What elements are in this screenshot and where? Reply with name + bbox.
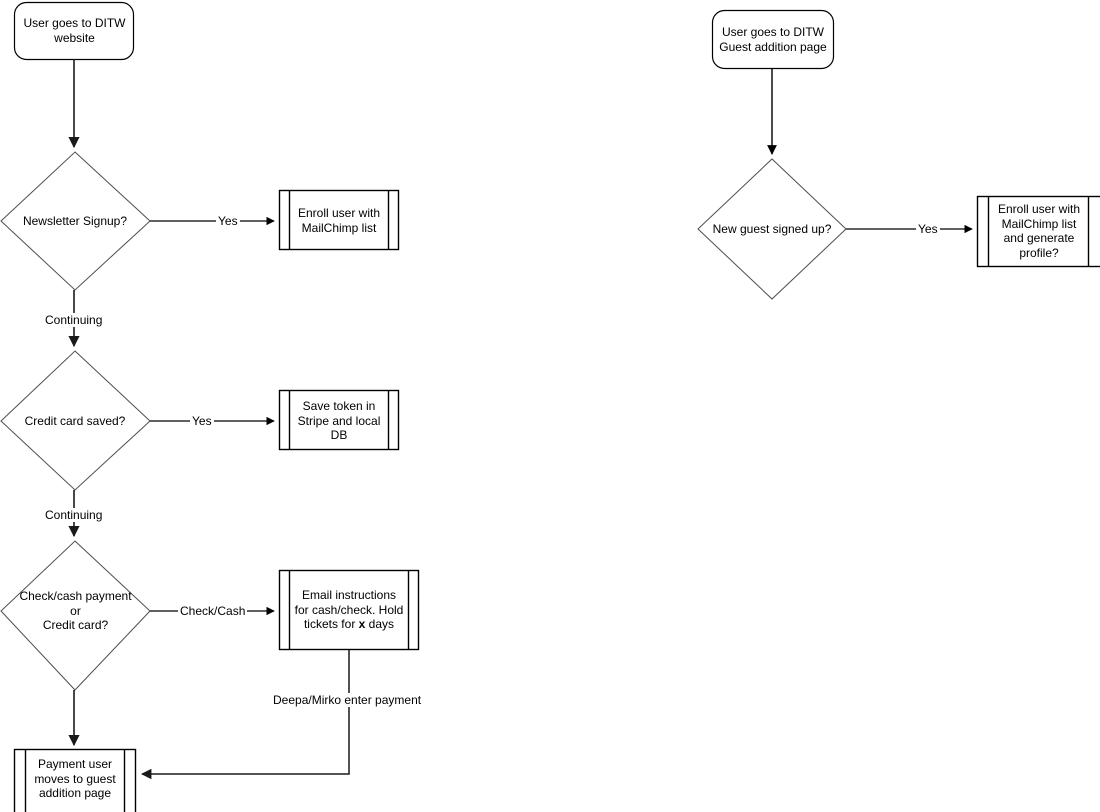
node-credit-card-decision-shape[interactable] [0, 350, 151, 491]
node-enroll-mailchimp-shape[interactable] [278, 189, 400, 251]
node-payment-user-moves-shape[interactable] [13, 748, 137, 812]
node-payment-type-decision-shape[interactable] [0, 540, 151, 691]
edge-label-creditcard-yes: Yes [190, 414, 214, 428]
node-enroll-generate-profile-shape[interactable] [976, 195, 1100, 268]
node-newsletter-decision-shape[interactable] [0, 151, 151, 291]
node-new-guest-decision-shape[interactable] [697, 158, 847, 300]
node-save-token-shape[interactable] [278, 389, 400, 451]
edge-label-newsletter-continuing: Continuing [43, 313, 105, 327]
edge-label-newsletter-yes: Yes [216, 214, 240, 228]
edge-label-deepa-mirko: Deepa/Mirko enter payment [271, 693, 424, 707]
node-email-instructions-shape[interactable] [278, 569, 420, 651]
edge-label-creditcard-continuing: Continuing [43, 508, 105, 522]
node-start-website-shape[interactable] [13, 1, 135, 61]
edge-label-newguest-yes: Yes [916, 222, 940, 236]
edge-label-payment-check-cash: Check/Cash [178, 604, 248, 618]
node-start-guest-page-shape[interactable] [711, 9, 835, 70]
edge-deepa-mirko-path [140, 650, 350, 780]
